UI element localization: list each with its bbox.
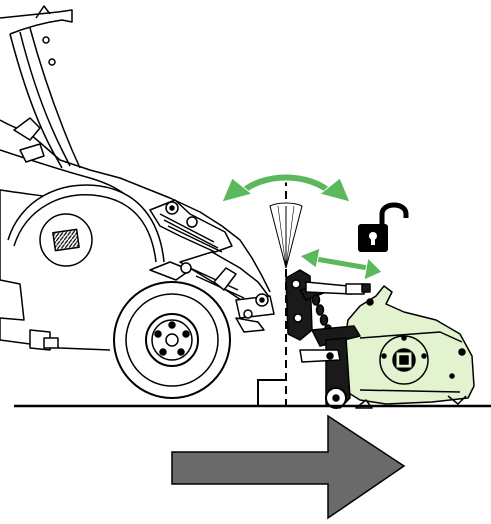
- ground-reference-bracket: [258, 380, 286, 406]
- horizontal-double-arrow-icon: [300, 248, 382, 280]
- mulcher-implement: [286, 270, 474, 408]
- rotor-hub: [380, 336, 428, 384]
- right-arrow-icon: [172, 416, 404, 518]
- rear-wheel: [114, 282, 230, 398]
- swing-angle-cone: [270, 203, 302, 268]
- unlocked-padlock-icon: [358, 205, 406, 252]
- tractor: [0, 6, 274, 398]
